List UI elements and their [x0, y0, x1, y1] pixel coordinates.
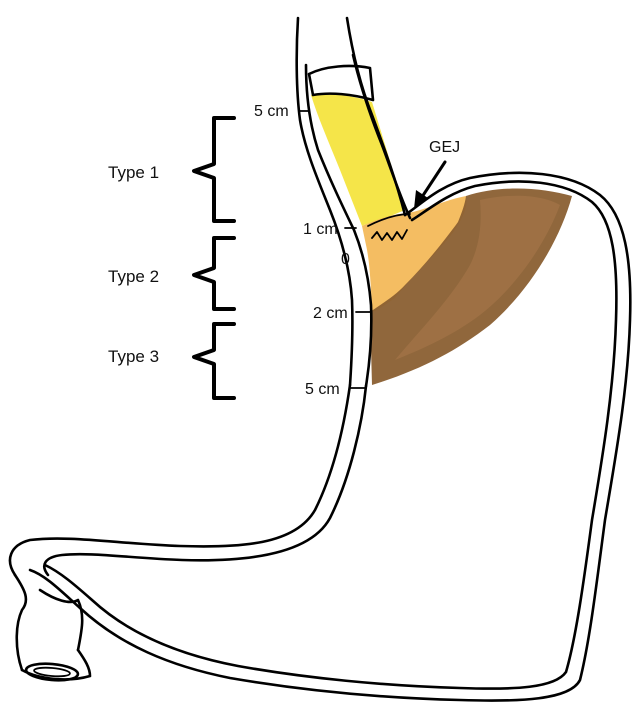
label-type3: Type 3 [108, 347, 159, 366]
label-type1: Type 1 [108, 163, 159, 182]
brace-type1 [194, 118, 234, 221]
label-5cm-upper: 5 cm [254, 103, 289, 120]
brace-type2 [194, 238, 234, 309]
pylorus-outer [15, 575, 82, 670]
label-type2: Type 2 [108, 267, 159, 286]
label-2cm: 2 cm [313, 305, 348, 322]
lesser-curvature-outer [10, 385, 350, 575]
esophagus-yellow-region [311, 94, 405, 226]
label-5cm-lower: 5 cm [305, 381, 340, 398]
label-0: 0 [341, 251, 350, 268]
brace-type3 [194, 324, 234, 398]
label-1cm: 1 cm [303, 221, 338, 238]
label-gej: GEJ [429, 139, 460, 156]
duodenum-opening [25, 662, 78, 682]
